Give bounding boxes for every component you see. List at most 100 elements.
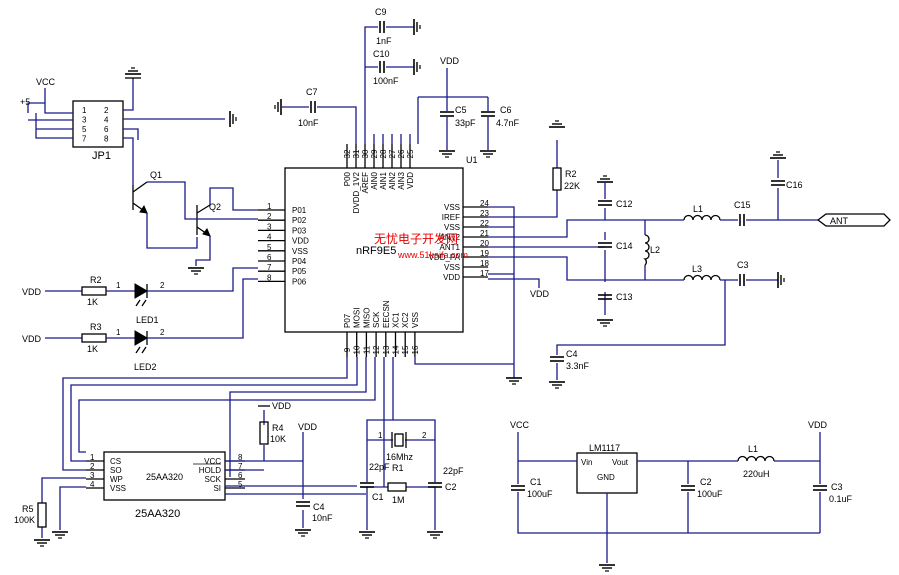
- led2-pin2: 2: [160, 328, 165, 337]
- regulator-circuit: VCC VDD LM1117 Vin Vout GND L1 220uH C1 …: [510, 420, 853, 572]
- u1-top-pin-name: AREF: [361, 172, 370, 193]
- c1-reg-ref: C1: [530, 477, 542, 487]
- u1-bottom-pin-name: XC2: [401, 312, 410, 328]
- u1-left-pin-name: VDD: [292, 237, 309, 246]
- c1-reg-symbol: [510, 485, 526, 491]
- r2-led-ref: R2: [90, 275, 102, 285]
- r4-value: 10K: [270, 434, 286, 444]
- u1-bottom-pin-number: 9: [343, 347, 352, 352]
- led2-diode-icon: [134, 330, 148, 346]
- r4-body: [259, 421, 269, 445]
- l1-rf-ref: L1: [693, 204, 703, 214]
- c3-reg-ref: C3: [831, 482, 843, 492]
- crystal-circuit: 1 2 16Mhz R1 1M 22pF C1 22pF C2: [358, 405, 464, 539]
- jp1-pin-number: 7: [82, 135, 87, 144]
- l1-reg-value: 220uH: [743, 469, 770, 479]
- u1-top-pin-name: DVDD_1V2: [352, 171, 361, 213]
- c2-reg-symbol: [680, 485, 696, 491]
- u1-right-pin-name: VDD: [443, 273, 460, 282]
- c1-reg-value: 100uF: [527, 489, 553, 499]
- led1-ref: LED1: [136, 315, 159, 325]
- u1-top-pin-name: AIN2: [388, 171, 397, 189]
- u1-top-stubs: [373, 134, 411, 144]
- u1-left-pin-name: P01: [292, 206, 307, 215]
- u1-top-pin-name: AIN1: [379, 171, 388, 189]
- u1-top-pin-number: 31: [352, 149, 361, 158]
- r5-ref: R5: [22, 504, 34, 514]
- eeprom-right-pin-number: 5: [238, 480, 243, 489]
- c2-xtal-ref: C2: [445, 482, 457, 492]
- c5-c6-wires: [417, 68, 489, 150]
- l3-ref: L3: [692, 264, 702, 274]
- u1-right-pin-name: ANT2: [440, 233, 461, 242]
- rf-wires: [488, 208, 684, 315]
- u1-bottom-wires: [62, 357, 514, 477]
- r5-body: [37, 502, 47, 528]
- u1-right-pin-name: VSS: [444, 223, 460, 232]
- c9-ref: C9: [375, 7, 387, 17]
- jp1-gnd-top-icon: [124, 67, 142, 75]
- u1-top-pin-number: 28: [379, 149, 388, 158]
- right-gnd-wires: [488, 140, 558, 378]
- c16-ref: C16: [786, 180, 803, 190]
- u1-right-pin-name: ANT1: [440, 243, 461, 252]
- u1-bottom-pin-number: 11: [362, 345, 371, 354]
- u1-left-pin-name: P04: [292, 257, 307, 266]
- r4-vdd-label: VDD: [272, 401, 292, 411]
- c15-symbol: [739, 213, 745, 227]
- c3-rf-symbol: [739, 273, 745, 287]
- ant-label: ANT: [830, 216, 849, 226]
- c10-ref: C10: [373, 49, 390, 59]
- c5-ref: C5: [455, 105, 467, 115]
- u1-left-pin-name: P05: [292, 267, 307, 276]
- jp1-ref: JP1: [92, 150, 111, 162]
- u1-left-pin-name: P02: [292, 216, 307, 225]
- r2-iref-body: [552, 167, 562, 191]
- c7-gnd-icon: [274, 98, 282, 116]
- eeprom-right-pin-number: 8: [238, 453, 243, 462]
- c12-ref: C12: [616, 199, 633, 209]
- q2-transistor: Q2: [196, 202, 221, 237]
- c5-value: 33pF: [455, 118, 476, 128]
- u1-right-pin-number: 19: [480, 249, 489, 258]
- c6-symbol: [480, 111, 496, 117]
- jp1-pin-number: 8: [104, 135, 109, 144]
- led2-vdd-label: VDD: [22, 334, 42, 344]
- q2-gnd-icon: [187, 267, 205, 275]
- u1-bottom-pin-name: SCK: [372, 311, 381, 328]
- l2-ref: L2: [650, 245, 660, 255]
- jp1-pin-number: 5: [82, 125, 87, 134]
- q1-transistor: Q1: [132, 170, 162, 214]
- u1-bottom-pin-name: P07: [343, 313, 352, 328]
- led2-wire-b: [147, 278, 258, 339]
- l3-coil-icon: [683, 274, 721, 281]
- c7-symbol: [310, 100, 316, 114]
- u1-left-pin-number: 5: [267, 243, 272, 252]
- u1-vss-gnd-icon: [505, 377, 523, 385]
- c4-mem-symbol: [295, 501, 311, 507]
- u1-top-pin-number: 30: [361, 149, 370, 158]
- q2-ref: Q2: [209, 202, 221, 212]
- led1-vdd-label: VDD: [22, 287, 42, 297]
- c4-u1-value: 3.3nF: [566, 361, 590, 371]
- c9-capacitor: C9 1nF: [364, 7, 421, 144]
- ant-port-icon: [816, 213, 891, 227]
- c7-ref: C7: [306, 87, 318, 97]
- c4-mem-ref: C4: [313, 502, 325, 512]
- u1-right-pin-name: VSS: [444, 263, 460, 272]
- c7-value: 10nF: [298, 118, 319, 128]
- eeprom-right-pin-name: SI: [213, 484, 221, 493]
- c2-xtal-gnd-icon: [426, 531, 444, 539]
- eeprom-ref: 25AA320: [135, 508, 180, 520]
- c4-mem-vdd-label: VDD: [298, 422, 318, 432]
- lm1117-gnd: GND: [597, 473, 615, 482]
- r5-value: 100K: [14, 515, 35, 525]
- u1-top-pin-name: AIN0: [370, 171, 379, 189]
- eeprom-left-pin-name: CS: [110, 457, 121, 466]
- u1-left-pin-number: 4: [267, 233, 272, 242]
- vdd-17-label: VDD: [530, 289, 550, 299]
- r2-iref-ref: R2: [565, 169, 577, 179]
- c1-xtal-ref: C1: [372, 492, 384, 502]
